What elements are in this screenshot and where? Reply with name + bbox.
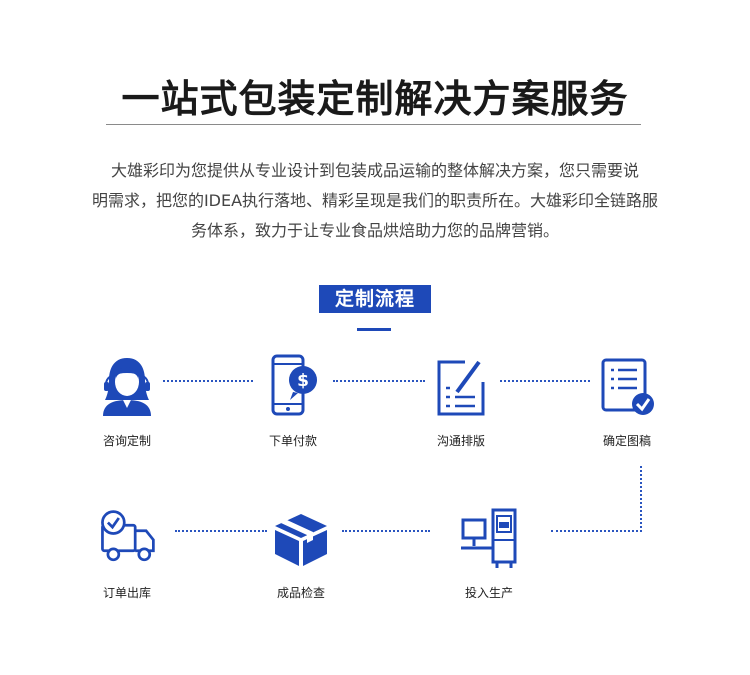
delivery-truck-icon <box>97 506 157 570</box>
process-step-layout: 沟通排版 <box>406 354 516 449</box>
step-label: 成品检查 <box>276 586 325 600</box>
step-label: 订单出库 <box>102 586 151 600</box>
connector-line <box>640 466 642 532</box>
intro-line: 务体系，致力于让专业食品烘焙助力您的品牌营销。 <box>190 221 559 240</box>
process-step-shipping: 订单出库 <box>72 506 182 601</box>
customer-service-icon <box>97 354 157 418</box>
title-divider <box>106 124 641 125</box>
connector-line <box>551 530 642 532</box>
phone-payment-icon: $ <box>263 354 323 418</box>
svg-text:$: $ <box>297 371 309 391</box>
process-step-payment: $ 下单付款 <box>238 354 348 449</box>
badge-underline <box>357 328 391 331</box>
document-check-icon <box>597 354 657 418</box>
step-label: 下单付款 <box>268 434 317 448</box>
package-box-icon <box>271 506 331 570</box>
connector-line <box>333 380 425 382</box>
process-badge: 定制流程 <box>319 285 431 313</box>
intro-line: 明需求，把您的IDEA执行落地、精彩呈现是我们的职责所在。大雄彩印全链路服 <box>91 191 659 210</box>
step-label: 确定图稿 <box>602 434 651 448</box>
step-label: 投入生产 <box>464 586 513 600</box>
connector-line <box>500 380 590 382</box>
intro-line: 大雄彩印为您提供从专业设计到包装成品运输的整体解决方案，您只需要说 <box>110 161 639 180</box>
process-step-production: 投入生产 <box>434 506 544 601</box>
production-machine-icon <box>459 506 519 570</box>
step-label: 咨询定制 <box>102 434 151 448</box>
connector-line <box>175 530 267 532</box>
step-label: 沟通排版 <box>436 434 485 448</box>
process-step-consult: 咨询定制 <box>72 354 182 449</box>
process-step-confirm: 确定图稿 <box>572 354 682 449</box>
process-step-inspection: 成品检查 <box>246 506 356 601</box>
page-title: 一站式包装定制解决方案服务 <box>121 77 629 121</box>
connector-line <box>163 380 253 382</box>
edit-layout-icon <box>431 354 491 418</box>
intro-paragraph: 大雄彩印为您提供从专业设计到包装成品运输的整体解决方案，您只需要说 明需求，把您… <box>60 156 690 246</box>
connector-line <box>342 530 430 532</box>
